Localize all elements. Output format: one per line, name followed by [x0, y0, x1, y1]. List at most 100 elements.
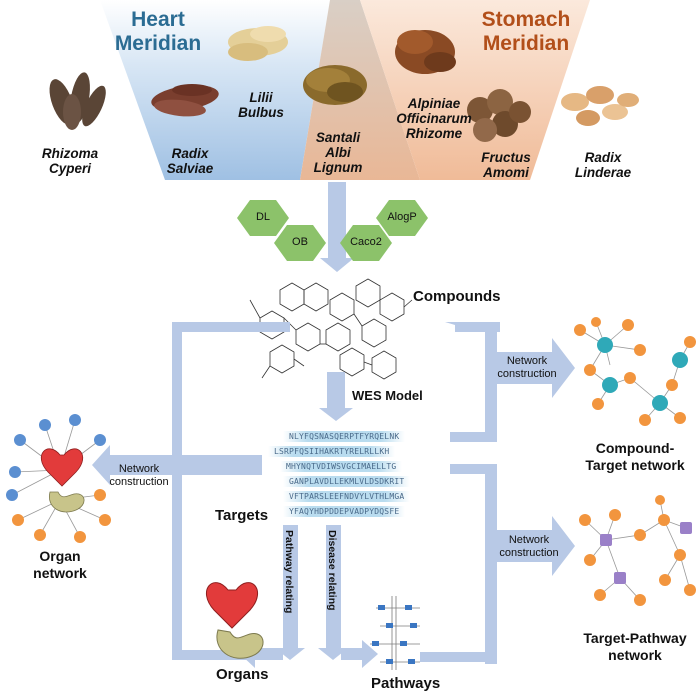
heart-meridian-title-line2: Meridian [114, 32, 202, 55]
right-flow-bottom [420, 652, 497, 662]
hexagon-alogp [376, 200, 428, 236]
target-sequence: LSRPFQSIIHAKRTYRELRLLKH [268, 446, 396, 457]
pathways-label: Pathways [371, 675, 441, 692]
compound-target-network-graph [574, 317, 696, 426]
herb-radix-salviae-image [151, 84, 219, 117]
organs-heart-icon [206, 582, 258, 629]
herb-label-line: Albi [325, 145, 351, 160]
herbs-to-compounds-arrow [320, 182, 354, 272]
organ-network-graph [6, 414, 111, 543]
disease-relating-label: Disease relating [326, 530, 338, 611]
target-sequence: GANPLAVDLLEKMLVLDSDKRIT [283, 476, 411, 487]
herb-label-line: Santali [315, 130, 361, 145]
herb-label-fructus-amomi: Fructus Amomi [466, 150, 546, 180]
compound-target-arrow-label: Network construction [492, 355, 562, 381]
organ-network-title: Organ network [20, 548, 100, 582]
compound-target-network-title: Compound- Target network [575, 440, 695, 474]
herb-label-line: Rhizoma [41, 146, 99, 161]
right-flow-vertical [485, 322, 497, 442]
arrow-label-line: Network [508, 534, 550, 546]
target-pathway-arrow [497, 516, 575, 576]
herb-label-radix-salviae: Radix Salviae [150, 146, 230, 176]
hexagon-dl [237, 200, 289, 236]
herb-label-line: Radix [171, 146, 209, 161]
herb-label-line: Linderae [574, 165, 632, 180]
herb-label-line: Rhizome [405, 126, 463, 141]
targets-label: Targets [215, 507, 269, 524]
target-sequence: NLYFQSNASQERPTFYRQELNK [283, 431, 406, 442]
hexagon-dl-label: DL [255, 211, 271, 223]
filter-hexagons [237, 200, 428, 261]
arrow-label-line: construction [499, 547, 559, 559]
herb-label-line: Amomi [483, 165, 529, 180]
right-flow-lower-vertical [485, 464, 497, 664]
herb-label-lilii-bulbus: Lilii Bulbus [226, 90, 296, 120]
target-sequence: MHYNQTVDIWSVGCIMAELLTG [280, 461, 403, 472]
heart-meridian-title-line1: Heart [131, 8, 185, 31]
herb-santali-albi-image [303, 65, 367, 105]
right-flow-join [450, 432, 497, 442]
disease-relating-arrow [318, 525, 348, 660]
network-title-line: Target-Pathway [583, 630, 687, 646]
wes-model-label: WES Model [352, 388, 423, 403]
to-pathways-arrow [341, 640, 378, 668]
organs-label: Organs [216, 666, 269, 683]
herb-label-line: Officinarum [396, 111, 472, 126]
organ-network-arrow-label: Network construction [104, 463, 174, 489]
herb-label-line: Bulbus [238, 105, 284, 120]
herb-rhizoma-cyperi-image [49, 72, 106, 130]
organs-illustration [206, 582, 264, 659]
compound-structures [249, 278, 413, 380]
compounds-label: Compounds [413, 288, 501, 305]
heart-meridian-title: Heart Meridian [108, 8, 208, 56]
network-title-line: network [608, 647, 662, 663]
network-title-line: Target network [585, 457, 685, 473]
stomach-meridian-title-line2: Meridian [482, 32, 570, 55]
target-pathway-network-title: Target-Pathway network [573, 630, 697, 664]
herb-label-santali-albi-lignum: Santali Albi Lignum [298, 130, 378, 175]
left-flow-line [172, 322, 290, 460]
hexagon-ob-label: OB [292, 236, 308, 248]
herb-fructus-amomi-image [467, 89, 531, 142]
pathway-relating-label: Pathway relating [283, 530, 295, 614]
herb-label-line: Lilii [249, 90, 273, 105]
network-title-line: Compound- [595, 440, 675, 456]
target-sequence: YFAQYHDPDDEPVADPYDQSFE [283, 506, 406, 517]
herb-alpiniae-image [395, 30, 456, 74]
herb-label-line: Radix [584, 150, 622, 165]
herb-lilii-bulbus-image [228, 26, 288, 61]
compound-target-arrow [497, 338, 575, 398]
network-title-line: network [33, 565, 87, 581]
left-to-pathway-flow [172, 475, 262, 660]
arrow-label-line: construction [109, 476, 169, 488]
target-pathway-arrow-label: Network construction [494, 534, 564, 560]
herb-radix-linderae-image [561, 86, 639, 126]
organs-stomach-icon [216, 629, 264, 659]
arrow-label-line: Network [118, 463, 160, 475]
stomach-meridian-title: Stomach Meridian [466, 8, 586, 56]
arrow-label-line: construction [497, 368, 557, 380]
herb-label-rhizoma-cyperi: Rhizoma Cyperi [30, 146, 110, 176]
herb-label-line: Salviae [166, 161, 214, 176]
herb-label-line: Lignum [313, 160, 363, 175]
herb-label-alpiniae: Alpiniae Officinarum Rhizome [384, 96, 484, 141]
herb-label-line: Cyperi [48, 161, 92, 176]
target-sequence: VFTPARSLEEFNDVYLVTHLMGA [283, 491, 411, 502]
compounds-to-targets-arrow [319, 372, 353, 421]
network-title-line: Organ [39, 548, 81, 564]
target-pathway-network-graph [579, 495, 696, 606]
organ-network-arrow [92, 445, 262, 485]
organ-network-heart-icon [40, 448, 84, 487]
organ-network-stomach-icon [48, 491, 85, 513]
herb-label-radix-linderae: Radix Linderae [563, 150, 643, 180]
pathways-illustration [370, 596, 420, 670]
hexagon-ob [274, 225, 326, 261]
arrow-label-line: Network [506, 355, 548, 367]
stomach-meridian-title-line1: Stomach [481, 8, 571, 31]
hexagon-alogp-label: AlogP [387, 211, 417, 223]
herb-label-line: Alpiniae [407, 96, 461, 111]
hexagon-caco2 [340, 225, 392, 261]
pathway-relating-arrow [275, 525, 305, 660]
hexagon-caco2-label: Caco2 [350, 236, 382, 248]
